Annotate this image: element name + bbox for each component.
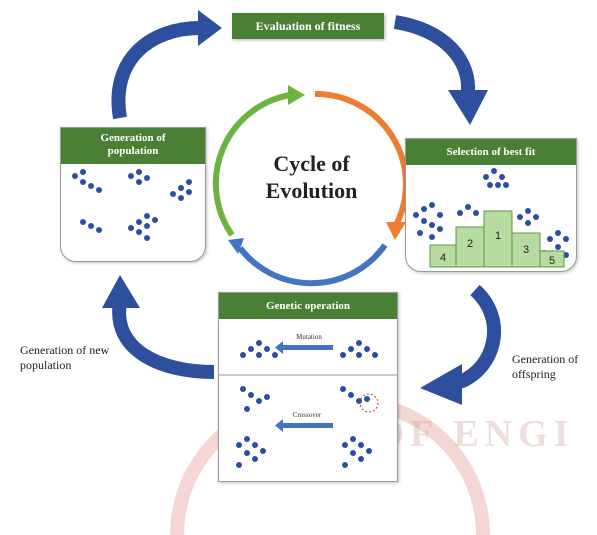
arrow-to-genetic-operation-head (420, 364, 462, 405)
inner-cycle-ring (212, 85, 409, 287)
population-cluster-1 (72, 169, 102, 193)
population-cluster-4 (80, 219, 102, 233)
genetic-operation-content: Mutation Crossover (219, 333, 397, 468)
genetic-operation-box: Genetic operation Mutation Crossover (218, 292, 398, 482)
ring-blue-head (228, 238, 244, 254)
selection-box: Selection of best fit 4 2 1 3 5 (405, 138, 577, 272)
podium-step-5 (539, 250, 565, 268)
ring-green-head (288, 85, 305, 105)
ring-orange-head (386, 222, 406, 240)
arrow-to-population-head (102, 275, 140, 308)
podium-rank-5: 5 (549, 255, 555, 267)
crossover-row: Crossover (236, 386, 379, 468)
crossover-highlight-circle (359, 393, 379, 413)
population-box-title: Generation of population (61, 128, 205, 164)
population-dots (72, 169, 192, 241)
podium-rank-4: 4 (440, 252, 446, 264)
podium-rank-2: 2 (467, 238, 473, 250)
podium-rank-1: 1 (495, 230, 501, 242)
new-population-label: Generation of new population (20, 343, 110, 372)
ring-segment-orange (314, 90, 409, 227)
outer-cycle-arrows (102, 10, 502, 405)
podium-step-1 (483, 210, 513, 268)
population-cluster-5 (128, 213, 158, 241)
selection-box-title: Selection of best fit (406, 139, 576, 165)
arrow-to-selection (393, 15, 476, 93)
cycle-title-line2: Evolution (265, 178, 358, 203)
offspring-label: Generation of offspring (512, 352, 579, 381)
crossover-arrow-head (275, 419, 283, 432)
population-cluster-3 (170, 179, 192, 201)
population-cluster-2 (128, 169, 150, 185)
arrow-to-selection-head (448, 90, 488, 125)
genetic-operation-title: Genetic operation (219, 293, 397, 319)
cycle-title: Cycle of Evolution (244, 150, 379, 204)
ring-segment-blue (237, 243, 388, 287)
arrow-to-population (112, 300, 215, 379)
cycle-title-line1: Cycle of (273, 151, 350, 176)
crossover-label: Crossover (293, 411, 322, 419)
mutation-label: Mutation (296, 333, 322, 341)
mutation-arrow-bar (283, 345, 333, 350)
podium-step-2 (455, 226, 485, 268)
cycle-diagram (102, 10, 502, 405)
podium-step-3 (511, 232, 541, 268)
selection-podium: 4 2 1 3 5 (413, 168, 569, 268)
crossover-arrow-bar (283, 423, 333, 428)
podium-dots (413, 168, 569, 258)
population-box: Generation of population (60, 127, 206, 262)
podium-rank-3: 3 (523, 244, 529, 256)
arrow-to-evaluation (111, 21, 201, 120)
arrow-to-genetic-operation (456, 284, 502, 389)
ring-segment-green (212, 92, 291, 237)
arrow-to-evaluation-head (198, 10, 222, 46)
evaluation-of-fitness-label: Evaluation of fitness (232, 13, 384, 39)
mutation-row: Mutation (240, 333, 378, 358)
mutation-arrow-head (275, 341, 283, 354)
